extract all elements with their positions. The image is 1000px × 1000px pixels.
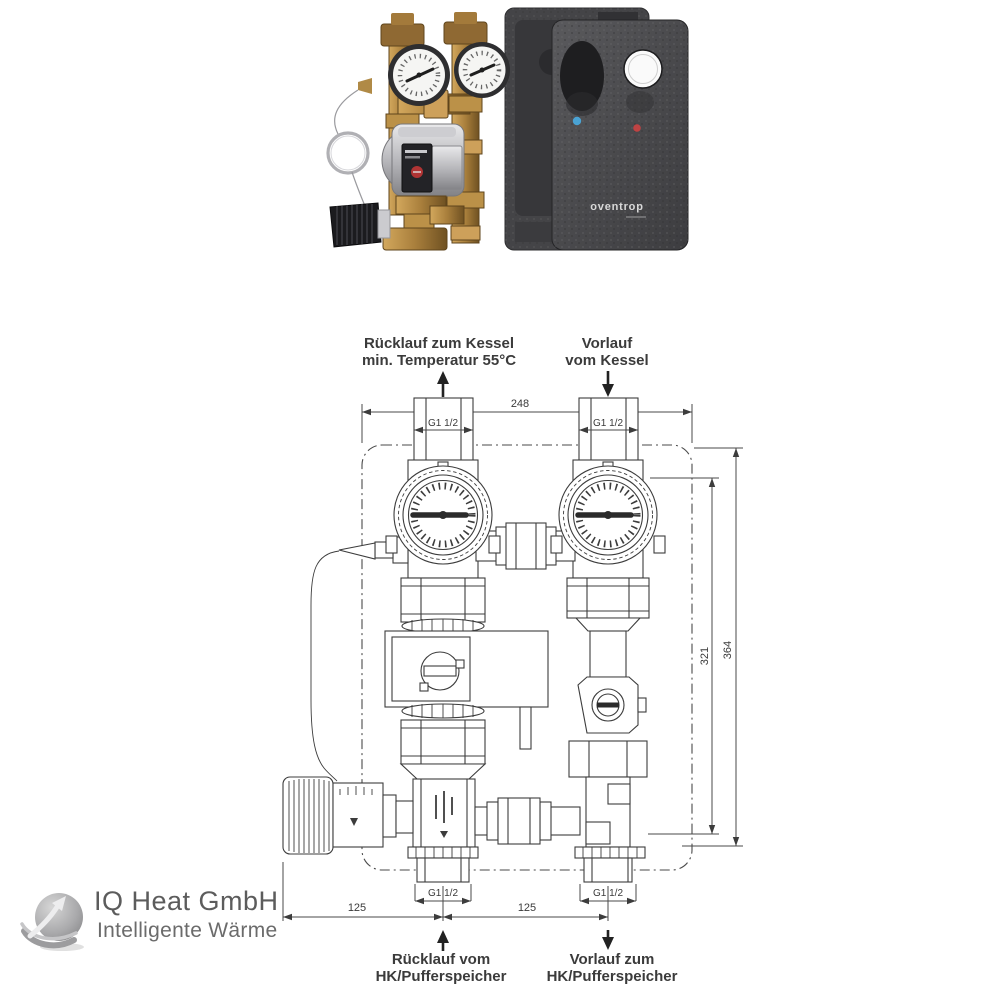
label-return-from-circuit: Rücklauf vom HK/Pufferspeicher	[376, 951, 507, 985]
dim-text-inner-height: 321	[699, 647, 711, 665]
indicator-led-red	[633, 124, 641, 132]
capillary-coil-ring	[326, 131, 370, 175]
thermometer-photo-left	[388, 44, 450, 106]
flow-arrow-supply-circuit	[602, 930, 614, 950]
insulation-outline	[361, 444, 693, 871]
technical-drawing: 248 G1 1/2 G1 1/2 321 364 G1 1/2 G1 1/2 …	[282, 371, 743, 951]
dimension-overall-height	[682, 447, 743, 847]
capillary-tube	[310, 550, 340, 782]
label-supply-from-boiler: Vorlauf vom Kessel	[565, 335, 648, 369]
dim-text-port-spacing: 125	[518, 902, 536, 914]
dim-text-thread-bottom-right: G1 1/2	[593, 888, 623, 899]
piping-components	[282, 397, 666, 883]
label-supply-to-circuit: Vorlauf zum HK/Pufferspeicher	[547, 951, 678, 985]
product-photo: oventrop	[326, 7, 689, 251]
dim-text-overall-height: 364	[722, 641, 734, 659]
label-supply-from-boiler-line2: vom Kessel	[565, 352, 649, 369]
label-supply-from-boiler-line1: Vorlauf	[581, 335, 633, 352]
label-return-from-circuit-line1: Rücklauf vom	[391, 951, 491, 968]
circulation-pump-photo	[381, 123, 465, 197]
thermometer-gauge-right	[550, 461, 666, 565]
label-supply-to-circuit-line1: Vorlauf zum	[569, 951, 655, 968]
three-way-valve	[407, 778, 479, 883]
label-return-to-boiler-line1: Rücklauf zum Kessel	[363, 335, 515, 352]
insulation-shell-photo: oventrop	[504, 7, 689, 251]
dim-text-thread-top-right: G1 1/2	[593, 418, 623, 429]
dim-text-overall-width: 248	[511, 398, 529, 410]
thermostat-head-photo	[329, 202, 391, 248]
label-return-to-boiler-line2: min. Temperatur 55°C	[361, 352, 517, 369]
indicator-led-blue	[572, 116, 582, 126]
flow-arrow-return-boiler	[437, 371, 449, 397]
right-branch	[566, 577, 650, 883]
pump-symbol	[384, 630, 549, 750]
dimension-inner-height	[648, 477, 719, 835]
dimension-port-spacing	[282, 862, 609, 921]
pump-group-photo	[326, 12, 510, 251]
label-return-to-boiler: Rücklauf zum Kessel min. Temperatur 55°C	[362, 335, 516, 369]
dim-text-offset-left: 125	[348, 902, 366, 914]
thermometer-gauge-left	[385, 461, 501, 565]
brand-label: oventrop	[590, 201, 643, 213]
watermark-company-name: IQ Heat GmbH	[94, 886, 279, 916]
flow-arrow-return-circuit	[437, 930, 449, 951]
valve-access-hole	[623, 49, 663, 89]
iq-heat-logo-icon	[20, 893, 84, 951]
thermometer-photo-right	[454, 42, 510, 98]
thermostat-head	[282, 776, 414, 855]
label-supply-to-circuit-line2: HK/Pufferspeicher	[546, 968, 678, 985]
dim-text-thread-top-left: G1 1/2	[428, 418, 458, 429]
pump-recess-hole	[560, 41, 604, 111]
flow-arrow-supply-boiler	[602, 371, 614, 397]
label-return-from-circuit-line2: HK/Pufferspeicher	[375, 968, 507, 985]
dim-text-thread-bottom-left: G1 1/2	[428, 888, 458, 899]
watermark-tagline: Intelligente Wärme	[97, 919, 278, 942]
